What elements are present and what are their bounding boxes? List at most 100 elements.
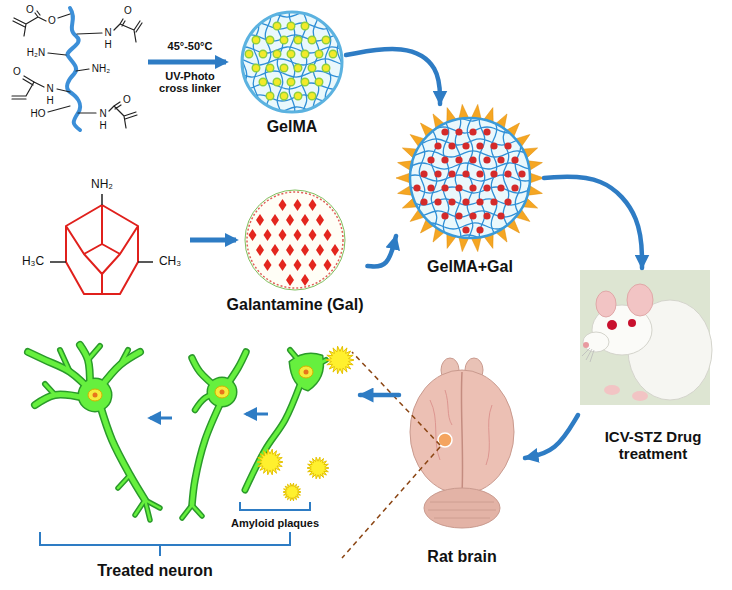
gel-fibre <box>233 0 350 5</box>
neurite <box>88 346 100 360</box>
brain-photo-panel: Rat brain <box>399 358 525 572</box>
drug-diamond <box>324 259 332 271</box>
drug-dot <box>483 184 490 191</box>
amyloid-plaque <box>307 457 329 479</box>
neurite-outline <box>100 352 140 388</box>
hydrogel-spheres <box>229 0 544 290</box>
loaded-hydrogel-sphere: GelMA+Gal <box>396 104 544 282</box>
drug-dot <box>462 198 469 205</box>
cell-dot <box>308 36 316 44</box>
drug-diamond <box>286 214 294 226</box>
atom-label: O <box>26 4 34 15</box>
node-label: Galantamine (Gal) <box>227 296 364 314</box>
sphere-content <box>229 0 355 125</box>
rat-photo <box>580 270 712 405</box>
drug-dot <box>497 212 504 219</box>
soma <box>208 378 236 406</box>
neurite <box>35 395 85 405</box>
neuron <box>182 352 246 518</box>
plaque-bracket <box>240 502 310 510</box>
cell-dot <box>322 64 330 72</box>
drug-dot <box>469 156 476 163</box>
flow-arrow <box>360 393 399 398</box>
node-label: ICV-STZ Drug treatment <box>588 428 718 463</box>
drug-dot <box>434 170 441 177</box>
sphere-border <box>247 192 343 288</box>
drug-diamond <box>271 214 279 226</box>
drug-dot <box>511 156 518 163</box>
drug-diamond <box>279 199 287 211</box>
gel-fibre <box>348 3 355 120</box>
methyl-bonds <box>50 194 153 262</box>
rat-ear <box>627 284 653 316</box>
zoom-leader-lines <box>342 352 440 558</box>
nucleus <box>215 386 229 398</box>
drug-dot <box>490 198 497 205</box>
atom-label: O <box>13 66 21 77</box>
drug-dot <box>490 142 497 149</box>
gel-fibre <box>233 94 350 101</box>
gel-fibre <box>252 3 259 120</box>
drug-dot <box>448 142 455 149</box>
cell-dot <box>245 50 253 58</box>
cell-dot <box>322 36 330 44</box>
rat-photo-panel: ICV-STZ Drug treatment <box>578 268 728 469</box>
drug-diamond <box>294 199 302 211</box>
neuron <box>28 345 160 520</box>
soma <box>290 354 323 390</box>
rat-paw <box>632 391 648 401</box>
drug-dot <box>476 226 483 233</box>
drug-diamond <box>279 229 287 241</box>
cage-bonds <box>66 205 138 294</box>
drug-diamond <box>271 244 279 256</box>
cell-dot <box>294 92 302 100</box>
gel-fibre <box>277 3 284 120</box>
drug-dot <box>441 128 448 135</box>
neurite-outline <box>192 400 222 505</box>
gel-fibre <box>401 126 536 133</box>
drug-diamond <box>286 274 294 286</box>
neurite-outline <box>45 384 55 395</box>
drug-dot <box>420 198 427 205</box>
drug-dot <box>455 184 462 191</box>
galantamine-structure <box>50 194 153 294</box>
cell-dot <box>273 22 281 30</box>
drug-dot <box>476 198 483 205</box>
neurite <box>118 475 130 488</box>
drug-diamond <box>264 259 272 271</box>
drug-diamond <box>309 259 317 271</box>
gel-fibre <box>233 23 350 30</box>
neurite <box>45 384 55 395</box>
neurons <box>28 345 326 520</box>
recovery-arrow <box>150 417 172 420</box>
drug-dot <box>497 184 504 191</box>
soma-outline <box>208 378 236 406</box>
recovery-arrow <box>246 413 268 416</box>
node-label: GelMA+Gal <box>427 258 513 276</box>
cell-dot <box>301 22 309 30</box>
drug-dot <box>427 184 434 191</box>
sphere-body <box>245 190 345 290</box>
amyloid-plaque <box>283 483 301 501</box>
drug-sphere: Galantamine (Gal) <box>223 186 368 320</box>
sphere-content <box>249 199 340 286</box>
drug-diamond <box>316 214 324 226</box>
cell-dot <box>280 64 288 72</box>
atom-label: H <box>104 39 111 50</box>
drug-dot <box>511 184 518 191</box>
atom-label: H₂N <box>27 47 45 58</box>
node-label: GelMA <box>267 118 318 136</box>
drug-diamond <box>264 229 272 241</box>
neurite-outline <box>135 500 145 515</box>
cerebrum <box>410 370 514 494</box>
cell-dot <box>315 50 323 58</box>
cell-dot <box>259 50 267 58</box>
gel-fibre <box>289 3 294 120</box>
rat-nose <box>583 342 589 348</box>
rat-paw <box>604 385 620 395</box>
drug-dot <box>476 142 483 149</box>
atom-label: O <box>123 94 131 105</box>
flow-arrow <box>346 49 440 104</box>
